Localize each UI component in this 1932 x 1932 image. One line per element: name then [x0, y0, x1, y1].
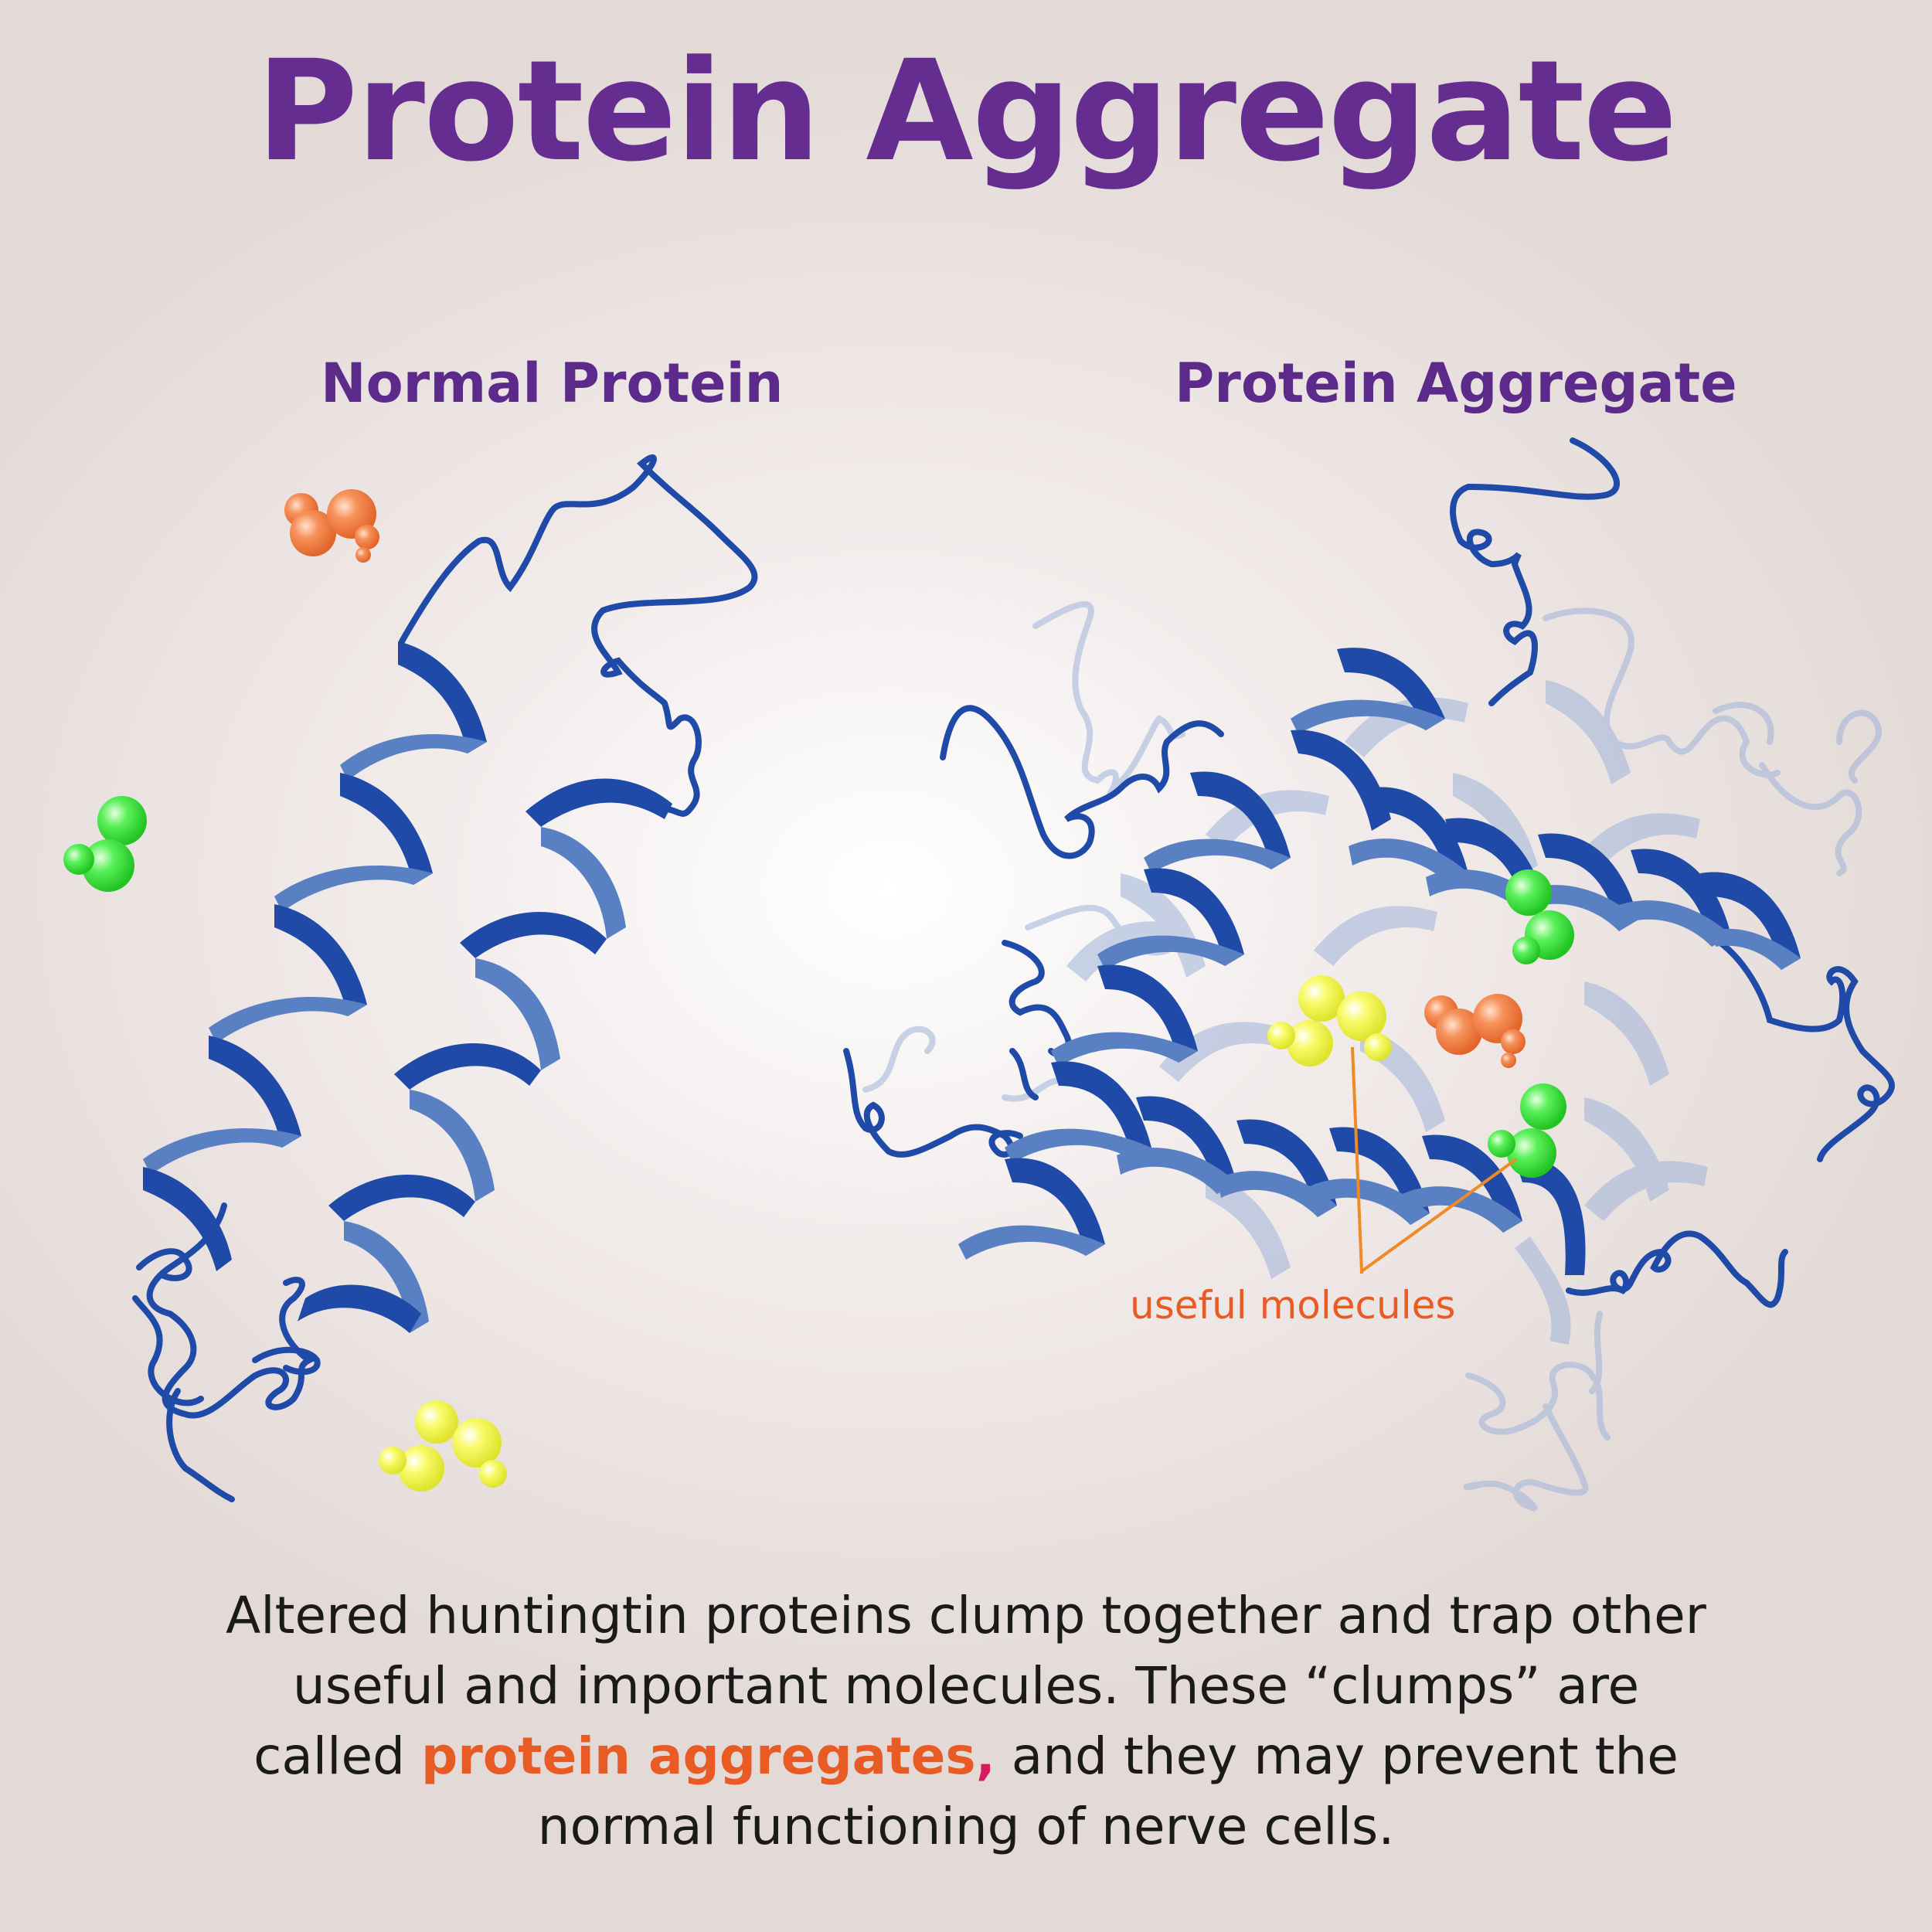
- yellow-molecule: [379, 1400, 507, 1492]
- annotation-pointer: [1351, 1046, 1518, 1274]
- green-molecule-trapped-1: [1505, 869, 1574, 964]
- aggregate-helix-upper: [958, 771, 1291, 1260]
- normal-protein-tail: [132, 1248, 321, 1502]
- caption-line: Altered huntingtin proteins clump togeth…: [226, 1586, 1706, 1645]
- green-molecule: [63, 796, 147, 892]
- caption: Altered huntingtin proteins clump togeth…: [116, 1580, 1816, 1862]
- normal-protein-label: Normal Protein: [321, 352, 784, 415]
- normal-protein-loop: [399, 454, 722, 645]
- orange-molecule: [284, 489, 379, 563]
- yellow-molecule-trapped: [1267, 975, 1392, 1066]
- caption-line: useful and important molecules. These “c…: [292, 1656, 1640, 1716]
- useful-molecules-annotation: useful molecules: [1130, 1283, 1456, 1328]
- normal-protein-helix-2: [298, 778, 672, 1333]
- page-title: Protein Aggregate: [256, 31, 1677, 192]
- highlight-term: protein aggregates: [420, 1726, 976, 1786]
- caption-text: called: [253, 1726, 421, 1786]
- green-molecule-trapped-2: [1488, 1083, 1566, 1178]
- caption-comma: ,: [975, 1726, 995, 1786]
- caption-line: called protein aggregates, and they may …: [116, 1721, 1816, 1791]
- normal-protein-tail: [146, 1202, 315, 1419]
- orange-molecule-trapped: [1424, 994, 1526, 1068]
- aggregate-loop: [940, 705, 1224, 859]
- aggregate-helix-middle: [1349, 787, 1801, 970]
- caption-text: and they may prevent the: [995, 1726, 1679, 1786]
- aggregate-helix-top: [1291, 648, 1445, 831]
- protein-aggregate: [843, 437, 1895, 1512]
- normal-protein-loop: [591, 530, 758, 817]
- protein-aggregate-label: Protein Aggregate: [1175, 352, 1737, 415]
- caption-line: normal functioning of nerve cells.: [537, 1797, 1395, 1856]
- normal-protein-helix-1: [143, 641, 487, 1271]
- aggregate-loop: [843, 1048, 1023, 1158]
- normal-protein: [63, 454, 758, 1502]
- aggregate-loop: [1566, 1230, 1788, 1308]
- aggregate-helix-lower: [1117, 1096, 1586, 1275]
- aggregate-loop: [1705, 932, 1895, 1162]
- aggregate-loop: [1450, 437, 1620, 706]
